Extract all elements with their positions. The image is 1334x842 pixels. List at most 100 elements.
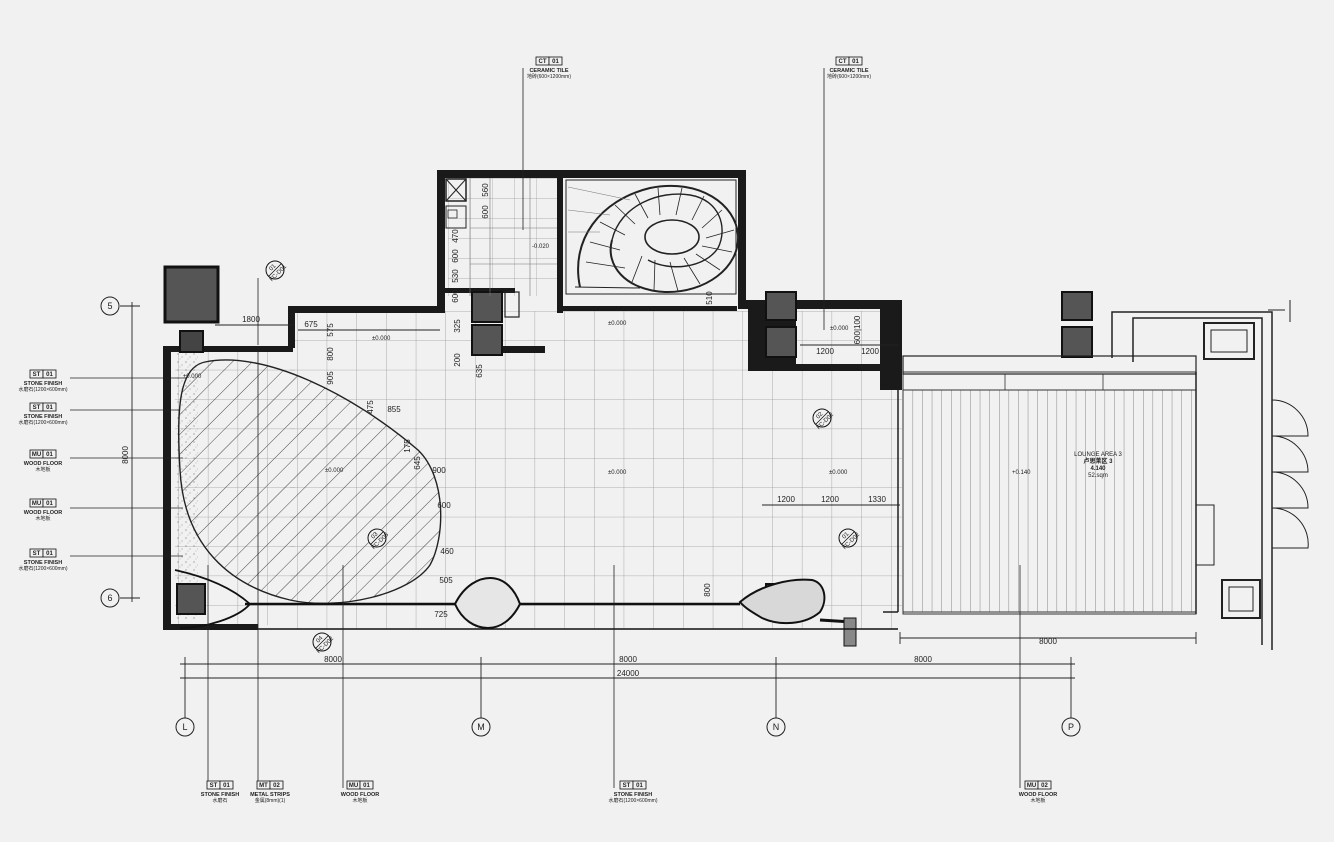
grid-bubbles: L M N P 5 6 bbox=[100, 296, 1081, 737]
tag-material-sub: 木地板 bbox=[1030, 797, 1045, 804]
dim-635: 635 bbox=[475, 364, 484, 378]
tag-material-sub: 木地板 bbox=[352, 797, 367, 804]
wall-outer-bottom bbox=[163, 624, 258, 630]
grid-lines bbox=[120, 302, 1197, 718]
grid-label-P: P bbox=[1068, 722, 1074, 732]
tag-material-name: STONE FINISH bbox=[24, 560, 62, 566]
shower-box bbox=[445, 178, 467, 202]
tag-material-sub: 木地板 bbox=[35, 466, 50, 473]
dim-645: 645 bbox=[413, 456, 422, 470]
tag-number: 01 bbox=[852, 59, 859, 65]
dimension-texts: 8000 8000 8000 24000 8000 8000 1800 675 … bbox=[121, 183, 1057, 678]
column-7 bbox=[1061, 326, 1093, 358]
column-4 bbox=[765, 291, 797, 321]
tag-number: 01 bbox=[46, 452, 53, 458]
wall-stair-bottom bbox=[557, 306, 737, 311]
section-mark-3-num: 03 bbox=[370, 531, 379, 540]
tag-code: ST bbox=[623, 783, 631, 789]
tag-code: ST bbox=[33, 405, 41, 411]
planter-top bbox=[1203, 322, 1255, 360]
tag-material-sub: 水磨石(1200×600mm) bbox=[18, 565, 67, 572]
section-mark-1-num: 01 bbox=[268, 263, 277, 272]
dim-505: 505 bbox=[439, 576, 453, 585]
section-mark-5: 04 FC-D02 bbox=[312, 632, 336, 655]
dim-1800: 1800 bbox=[242, 315, 260, 324]
grid-label-5: 5 bbox=[107, 301, 112, 311]
level-3: ±0.000 bbox=[325, 468, 344, 474]
dim-175: 175 bbox=[403, 439, 412, 453]
wall-bath-left bbox=[437, 170, 445, 313]
tag-code: ST bbox=[33, 551, 41, 557]
grid-bubble-5: 5 bbox=[100, 296, 120, 316]
tag-number: 01 bbox=[46, 372, 53, 378]
tag-code: ST bbox=[33, 372, 41, 378]
dim-lounge-width: 8000 bbox=[1039, 637, 1057, 646]
tag-code: MU bbox=[1027, 783, 1036, 789]
tag-material-name: CERAMIC TILE bbox=[829, 68, 868, 74]
rail-leaf-2 bbox=[738, 578, 826, 625]
section-mark-5-num: 04 bbox=[315, 635, 324, 644]
tag-number: 01 bbox=[46, 405, 53, 411]
tag-material-sub: 水磨石(1200×600mm) bbox=[608, 797, 657, 804]
column-1 bbox=[179, 330, 204, 353]
door-swing-1 bbox=[1271, 399, 1309, 437]
tag-material-name: CERAMIC TILE bbox=[529, 68, 568, 74]
door-swing-2 bbox=[1271, 435, 1309, 473]
leader-lines bbox=[70, 68, 1021, 788]
tag-number: 01 bbox=[636, 783, 643, 789]
level-5: ±0.000 bbox=[829, 470, 848, 476]
level-1: ±0.000 bbox=[372, 336, 391, 342]
level-bath: -0.020 bbox=[532, 244, 550, 250]
grid-label-M: M bbox=[477, 722, 485, 732]
right-top-band bbox=[902, 355, 1197, 375]
tag-material-name: STONE FINISH bbox=[24, 381, 62, 387]
dim-575: 575 bbox=[326, 323, 335, 337]
tag-material-name: WOOD FLOOR bbox=[24, 510, 63, 516]
tag-material-name: WOOD FLOOR bbox=[341, 792, 380, 798]
stair-dim-560: 560 bbox=[481, 183, 490, 197]
tag-material-name: STONE FINISH bbox=[201, 792, 239, 798]
columns bbox=[163, 265, 1093, 615]
tag-material-sub: 木地板 bbox=[35, 515, 50, 522]
wall-left-upper bbox=[288, 306, 295, 348]
wall-outer-top bbox=[165, 346, 293, 352]
column-3 bbox=[471, 324, 503, 356]
level-7: ±0.000 bbox=[830, 326, 849, 332]
dim-325: 325 bbox=[453, 319, 462, 333]
wall-right-lower bbox=[748, 364, 898, 371]
dim-855: 855 bbox=[387, 405, 401, 414]
lounge-label: LOUNGE AREA 3 卢思莱区 3 4.140 52.sqm bbox=[1074, 452, 1122, 479]
dim-900: 900 bbox=[432, 466, 446, 475]
tag-code: MU bbox=[32, 501, 41, 507]
dim-1330: 1330 bbox=[868, 495, 886, 504]
section-marks: 01 FC-D01 02 FC-D02 03 FC-D03 01 FC-D02 … bbox=[265, 260, 862, 655]
dim-675: 675 bbox=[304, 320, 318, 329]
stair-dim-530: 530 bbox=[451, 269, 460, 283]
tag-material-name: WOOD FLOOR bbox=[24, 461, 63, 467]
dim-475: 475 bbox=[366, 400, 375, 414]
right-exterior-rail bbox=[1111, 311, 1273, 650]
floor-finishes bbox=[175, 178, 1197, 629]
section-mark-1: 01 FC-D01 bbox=[265, 260, 289, 283]
tag-code: CT bbox=[539, 59, 547, 65]
stair-mid-curve bbox=[611, 193, 723, 268]
grid-bubble-P: P bbox=[1061, 717, 1081, 737]
grid-label-N: N bbox=[773, 722, 780, 732]
tag-number: 02 bbox=[273, 783, 280, 789]
door-swing-4 bbox=[1271, 507, 1309, 549]
dim-overall: 24000 bbox=[617, 669, 640, 678]
tag-material-sub: 地砖(600×1200mm) bbox=[827, 73, 871, 80]
tag-material-sub: 地砖(600×1200mm) bbox=[527, 73, 571, 80]
dim-1200a: 1200 bbox=[777, 495, 795, 504]
wall-outer-left bbox=[163, 346, 171, 629]
lounge-name: LOUNGE AREA 3 bbox=[1074, 452, 1122, 458]
tag-number: 02 bbox=[1041, 783, 1048, 789]
tag-code: ST bbox=[210, 783, 218, 789]
dim-bay-2: 8000 bbox=[619, 655, 637, 664]
